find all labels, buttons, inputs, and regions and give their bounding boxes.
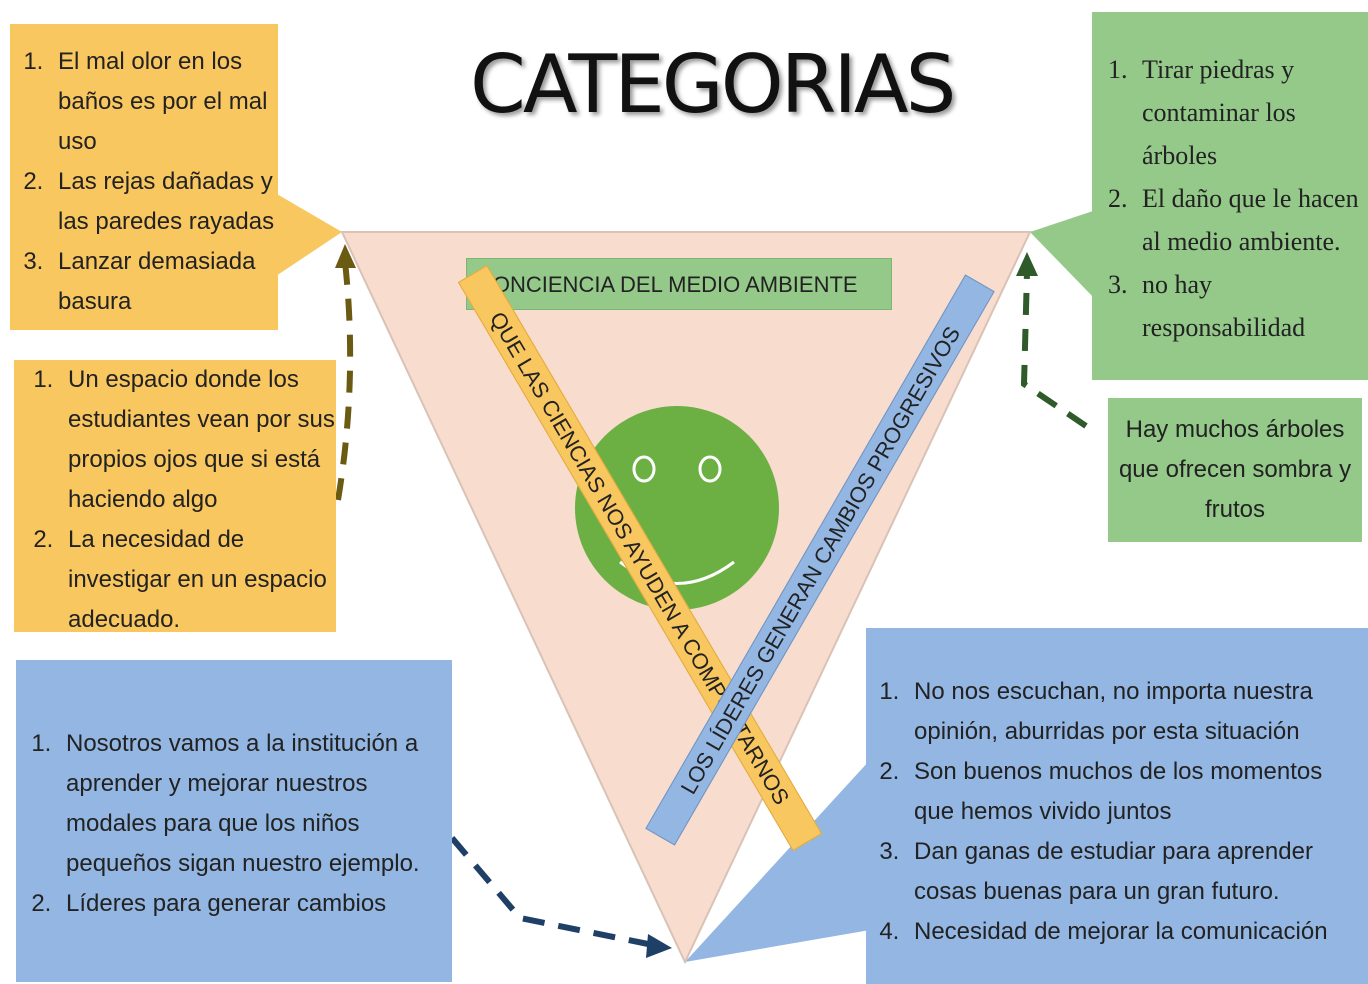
list-item: El daño que le hacen al medio ambiente. [1134,177,1368,263]
mid-left-box: Un espacio donde los estudiantes vean po… [14,360,336,633]
bottom-left-box: Nosotros vamos a la institución a aprend… [16,660,452,982]
mid-right-text: Hay muchos árboles que ofrecen sombra y … [1118,416,1352,523]
list-item: Nosotros vamos a la institución a aprend… [58,724,452,884]
left-dashed-arrow [335,244,356,501]
list-item: Son buenos muchos de los momentos que he… [906,752,1368,832]
bottom-right-callout-pointer [685,760,870,962]
list-item: La necesidad de investigar en un espacio… [60,520,336,640]
list-item: Dan ganas de estudiar para aprender cosa… [906,832,1368,912]
mid-right-box: Hay muchos árboles que ofrecen sombra y … [1108,398,1362,542]
right-dashed-arrow [1016,252,1088,429]
list-item: El mal olor en los baños es por el mal u… [50,42,278,162]
top-left-callout-pointer [270,190,342,280]
center-category-label: CONCIENCIA DEL MEDIO AMBIENTE [466,258,892,310]
list-item: Líderes para generar cambios [58,884,452,924]
list-item: Un espacio donde los estudiantes vean po… [60,360,336,520]
top-right-callout-pointer [1030,210,1096,300]
list-item: No nos escuchan, no importa nuestra opin… [906,672,1368,752]
list-item: Necesidad de mejorar la comunicación [906,912,1368,952]
bottom-dashed-arrow [449,836,672,958]
top-right-box: Tirar piedras y contaminar los árboles E… [1092,12,1368,380]
list-item: Lanzar demasiada basura [50,242,278,322]
page-title: CATEGORIAS [470,38,956,131]
list-item: no hay responsabilidad [1134,263,1368,349]
bottom-right-box: No nos escuchan, no importa nuestra opin… [866,628,1368,984]
list-item: Tirar piedras y contaminar los árboles [1134,48,1368,177]
top-left-box: El mal olor en los baños es por el mal u… [10,24,278,330]
list-item: Las rejas dañadas y las paredes rayadas [50,162,278,242]
